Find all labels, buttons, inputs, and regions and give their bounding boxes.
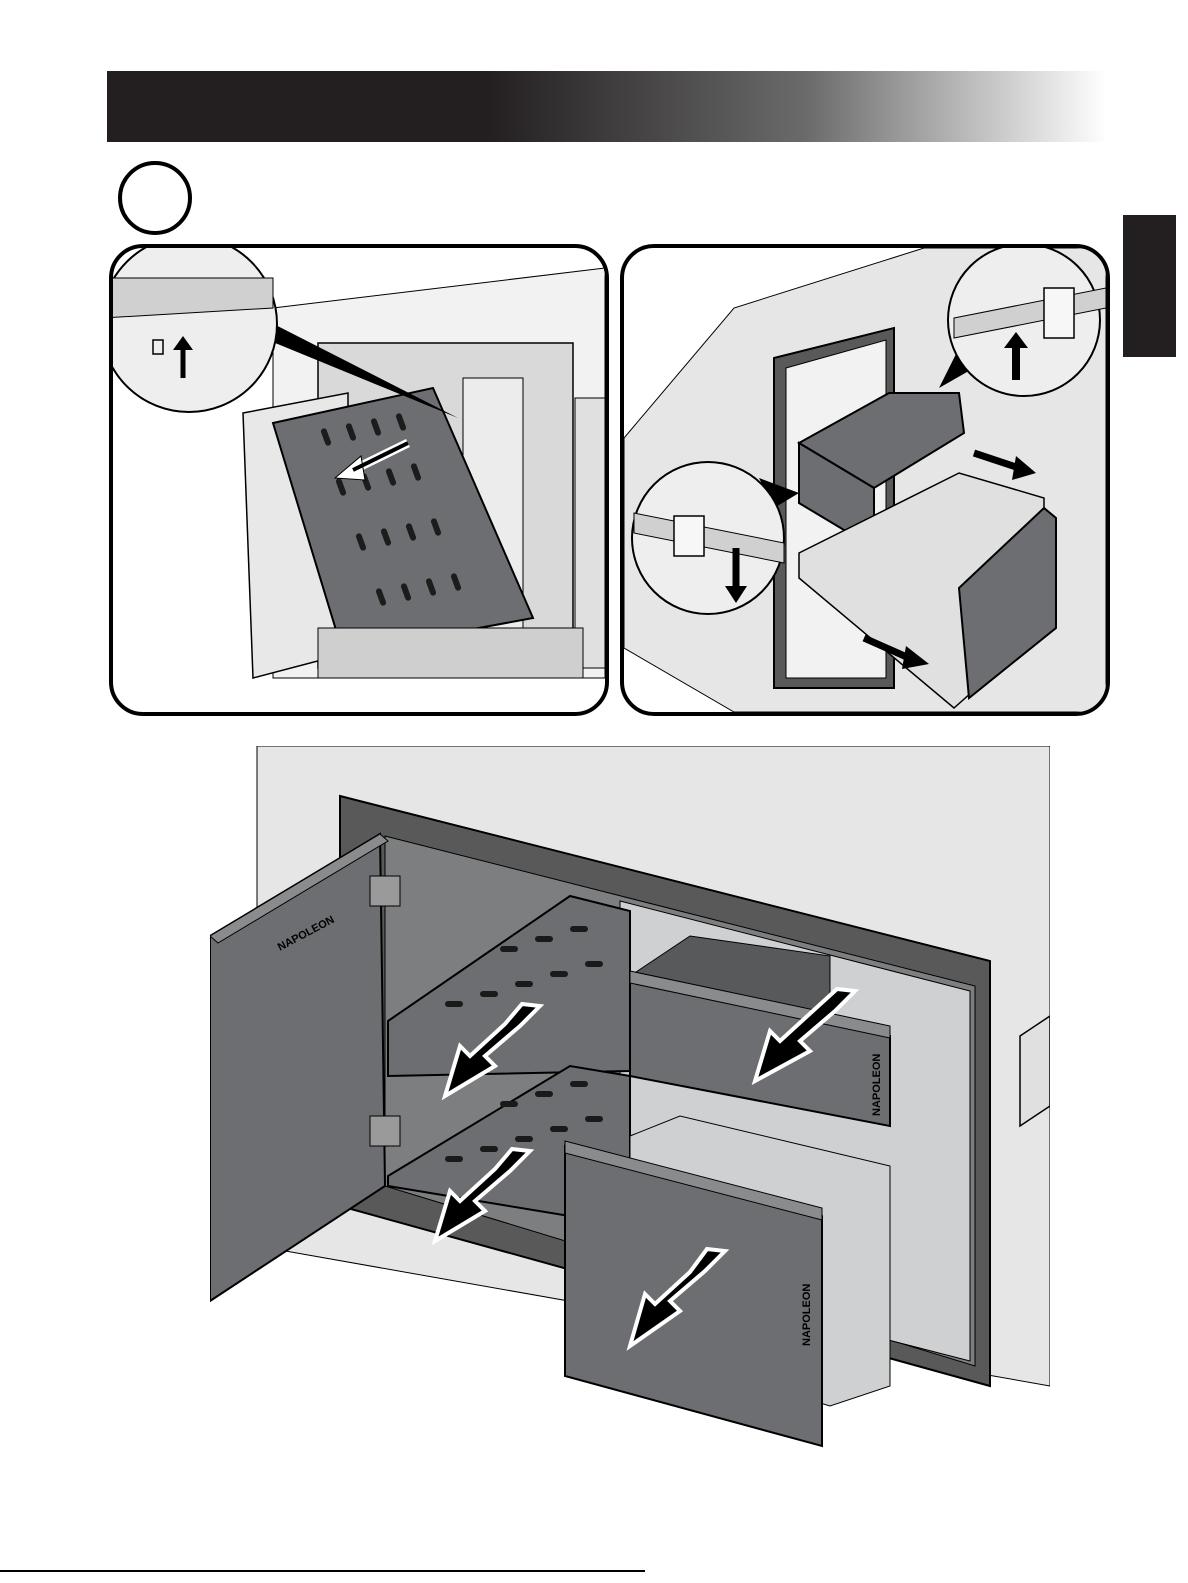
lower-hinge	[370, 1116, 400, 1146]
cabinet-assembly-illustration: NAPOLEON NAPOLEON NAPOLEON	[210, 746, 1050, 1458]
lower-drawer: NAPOLEON	[565, 1116, 890, 1446]
section-header-banner	[107, 71, 1107, 142]
footer-rule	[0, 1570, 645, 1572]
step-number-circle	[118, 161, 192, 235]
shelf-removal-panel	[109, 244, 609, 716]
lower-drawer-logo: NAPOLEON	[801, 1284, 813, 1346]
upper-drawer-logo: NAPOLEON	[871, 1054, 883, 1116]
upper-hinge	[370, 876, 400, 906]
language-side-tab	[1123, 215, 1176, 357]
drawer-removal-panel	[620, 244, 1110, 716]
